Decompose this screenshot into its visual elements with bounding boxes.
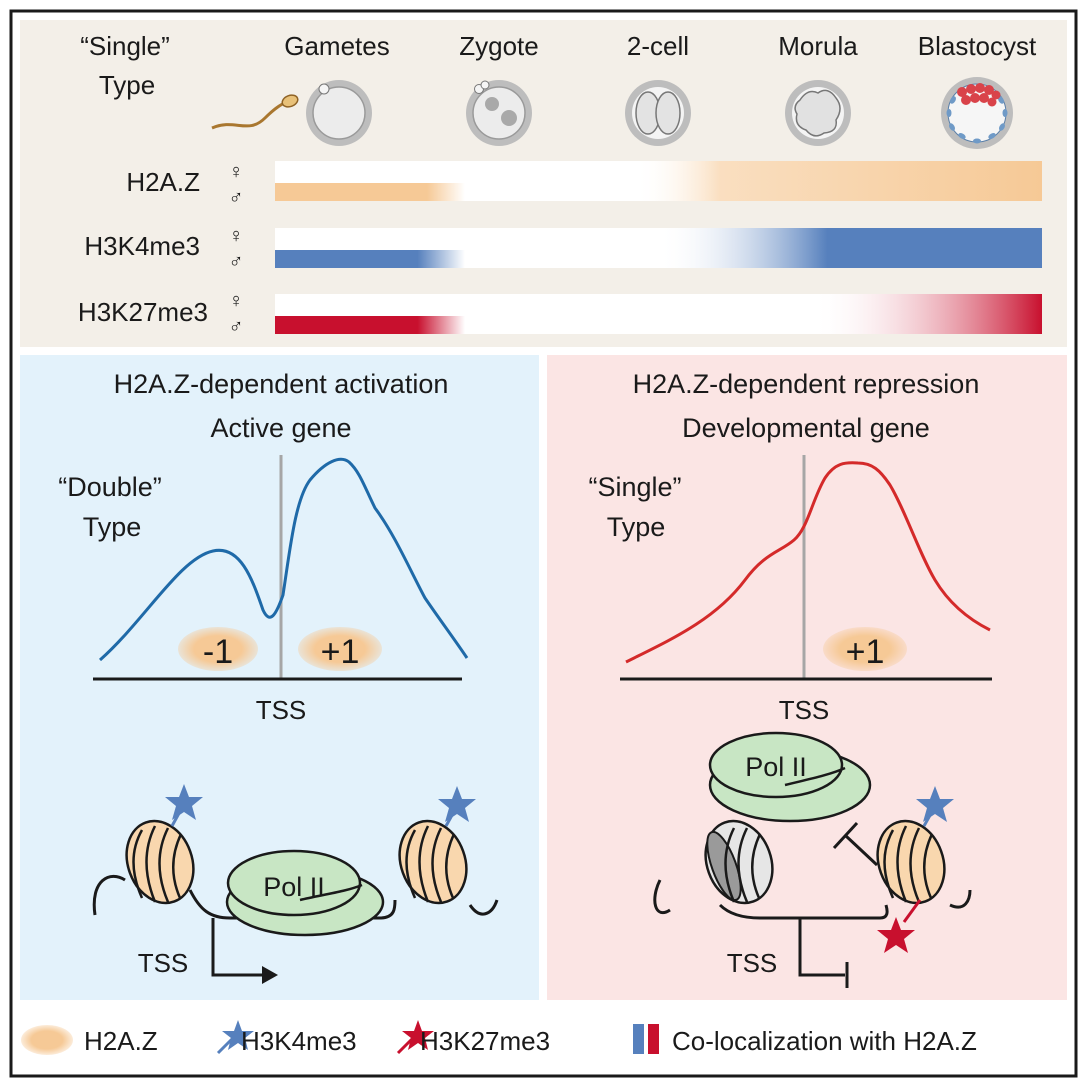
- left-tss-promoter-label: TSS: [138, 948, 189, 978]
- male-symbol-h2az: ♂: [229, 187, 244, 209]
- left-panel: H2A.Z-dependent activation Active gene “…: [20, 355, 539, 1000]
- left-h3k4me3-star-icon: [165, 784, 203, 820]
- left-tss-arrow: [211, 918, 265, 977]
- two-cell-icon: [625, 80, 691, 146]
- left-tss-arrowhead-icon: [262, 966, 278, 984]
- left-pol2-label: Pol II: [263, 872, 325, 902]
- left-nucleosome-plus1: [298, 627, 382, 671]
- left-nucleosome-upstream: [125, 784, 203, 905]
- left-type-label-line1: “Double”: [58, 472, 162, 502]
- right-panel-title: H2A.Z-dependent repression: [633, 369, 980, 399]
- left-nucleosome-minus1: [178, 627, 258, 671]
- legend-h3k4me3-star-icon: [222, 1020, 254, 1050]
- legend-coloc-label: Co-localization with H2A.Z: [672, 1026, 977, 1056]
- left-nucleosome-plus1-label: +1: [321, 633, 360, 671]
- left-nucleosome-downstream: [398, 786, 476, 905]
- top-type-label-line2: Type: [99, 70, 155, 100]
- right-nucleosome-downstream: [876, 786, 954, 953]
- legend-h3k27me3-label: H3K27me3: [420, 1026, 550, 1056]
- left-type-label-line2: Type: [83, 512, 142, 542]
- right-signal-curve: [625, 461, 991, 664]
- stage-label-gametes: Gametes: [284, 31, 390, 61]
- left-panel-title: H2A.Z-dependent activation: [114, 369, 449, 399]
- track-label-h3k27me3: H3K27me3: [78, 297, 208, 327]
- right-panel-subtitle: Developmental gene: [682, 413, 930, 443]
- stage-label-zygote: Zygote: [459, 31, 539, 61]
- top-panel: “Single” Type Gametes Zygote 2-cell Moru…: [20, 20, 1067, 347]
- female-symbol-h3k4me3: ♀: [229, 225, 244, 247]
- left-signal-curve: [99, 457, 469, 662]
- right-type-label-line2: Type: [607, 512, 666, 542]
- legend-h3k27me3-star-icon: [402, 1020, 434, 1050]
- right-nucleosome-plus1: [823, 627, 907, 671]
- right-tss-repressed: [798, 918, 845, 977]
- left-nucleosome-minus1-label: -1: [203, 633, 233, 671]
- stage-label-blastocyst: Blastocyst: [918, 31, 1037, 61]
- right-tss-promoter-label: TSS: [727, 948, 778, 978]
- left-panel-subtitle: Active gene: [210, 413, 351, 443]
- track-label-h2az: H2A.Z: [126, 167, 200, 197]
- left-tss-axis-label: TSS: [256, 695, 307, 725]
- right-tss-axis-label: TSS: [779, 695, 830, 725]
- morula-icon: [785, 80, 851, 146]
- track-h3k27me3-male-gamete: [275, 316, 465, 334]
- track-h3k4me3-male-gamete: [275, 250, 465, 268]
- right-pol2-complex: Pol II: [708, 731, 872, 823]
- right-dna-strand: [653, 879, 972, 920]
- zygote-icon: [466, 80, 532, 146]
- right-h3k27me3-star-icon: [877, 917, 915, 953]
- right-type-label-line1: “Single”: [588, 472, 681, 502]
- right-panel: H2A.Z-dependent repression Developmental…: [547, 355, 1067, 1000]
- top-type-label-line1: “Single”: [80, 31, 170, 61]
- right-nucleosome-plus1-label: +1: [846, 633, 885, 671]
- right-inhibition-bar: [832, 821, 859, 850]
- track-h3k4me3: [275, 228, 1042, 268]
- legend-coloc-blue-swatch: [633, 1024, 644, 1054]
- right-h3k4me3-star-icon: [916, 786, 954, 822]
- track-h2az-male-gamete: [275, 183, 465, 201]
- female-symbol-h3k27me3: ♀: [229, 290, 244, 312]
- legend-h2az-label: H2A.Z: [84, 1026, 158, 1056]
- left-h3k4me3-star-icon-2: [438, 786, 476, 822]
- legend-coloc-red-swatch: [648, 1024, 659, 1054]
- right-pol2-label: Pol II: [745, 752, 807, 782]
- stage-label-2cell: 2-cell: [627, 31, 689, 61]
- male-symbol-h3k27me3: ♂: [229, 316, 244, 338]
- left-pol2-complex: Pol II: [225, 849, 385, 937]
- legend-h3k4me3-label: H3K4me3: [241, 1026, 357, 1056]
- legend-h2az-swatch: [21, 1025, 73, 1055]
- track-h3k27me3: [275, 294, 1042, 334]
- oocyte-icon: [306, 80, 372, 146]
- blastocyst-icon: [941, 77, 1013, 149]
- track-label-h3k4me3: H3K4me3: [84, 231, 200, 261]
- right-inhibition-line: [844, 834, 879, 867]
- track-h2az: [275, 161, 1042, 201]
- right-nucleosome-upstream: [704, 819, 774, 905]
- male-symbol-h3k4me3: ♂: [229, 251, 244, 273]
- legend: H2A.Z H3K4me3 H3K27me3 Co-localization w…: [21, 1020, 977, 1056]
- stage-label-morula: Morula: [778, 31, 858, 61]
- sperm-icon: [211, 94, 299, 130]
- female-symbol-h2az: ♀: [229, 161, 244, 183]
